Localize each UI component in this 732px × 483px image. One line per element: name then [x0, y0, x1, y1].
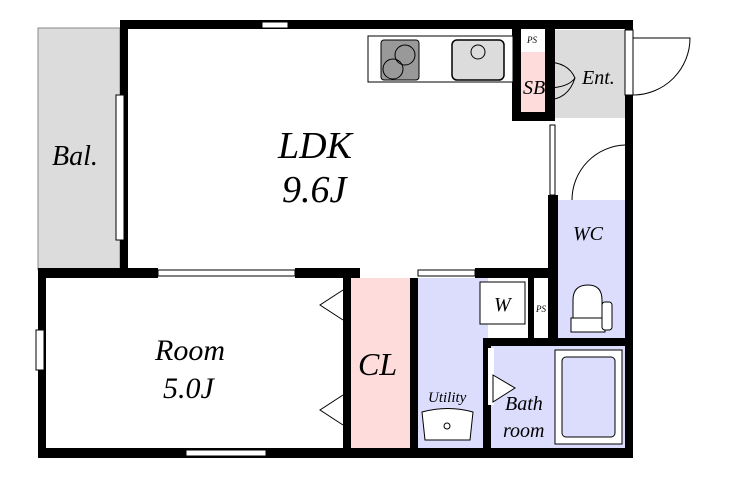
ps-mid-label: PS — [535, 304, 546, 314]
door-utility — [417, 269, 476, 277]
sliding-door-ldk — [157, 269, 296, 277]
drain-icon — [470, 44, 486, 60]
bathtub-inner — [561, 356, 616, 438]
entrance-label: Ent. — [581, 67, 615, 89]
stove-icon — [380, 39, 420, 81]
ldk-label: LDK — [277, 125, 354, 167]
wc-label: WC — [573, 223, 604, 245]
closet-door-icon — [319, 289, 344, 426]
bathroom-label-1: Bath — [505, 393, 543, 415]
toilet-icon — [570, 284, 613, 333]
wc-door-icon — [571, 144, 626, 201]
ps-mid-box — [535, 280, 548, 336]
burner-icon — [382, 58, 404, 80]
bath-door-swing-icon — [492, 374, 516, 403]
window-top — [261, 21, 289, 29]
ldk-size: 9.6J — [282, 169, 349, 211]
sink-icon — [451, 39, 505, 81]
room-label: Room — [154, 334, 225, 367]
washer-box — [479, 281, 526, 325]
room-size: 5.0J — [163, 372, 216, 405]
sliding-door-ldk-side — [549, 124, 556, 196]
window-balcony — [115, 94, 125, 241]
balcony-area — [37, 27, 121, 271]
closet-area — [350, 278, 410, 448]
shoe-box-label: SB — [523, 77, 545, 99]
entrance-area — [555, 30, 625, 118]
shoe-box-area — [520, 52, 546, 118]
burner-icon — [394, 44, 416, 66]
window-room-left — [35, 329, 45, 371]
window-room-bottom — [185, 449, 267, 457]
utility-label: Utility — [428, 390, 467, 406]
shoe-box-door-icon — [545, 61, 576, 101]
balcony-label: Bal. — [52, 141, 98, 172]
washer-label: W — [494, 294, 513, 316]
bathroom-label-2: room — [503, 420, 544, 442]
entrance-door-icon — [632, 30, 691, 96]
ent-opening — [624, 29, 634, 96]
ps-top-label: PS — [526, 35, 537, 45]
ps-top-box — [522, 32, 544, 46]
washbasin-icon — [421, 408, 474, 441]
closet-label: CL — [358, 346, 397, 382]
